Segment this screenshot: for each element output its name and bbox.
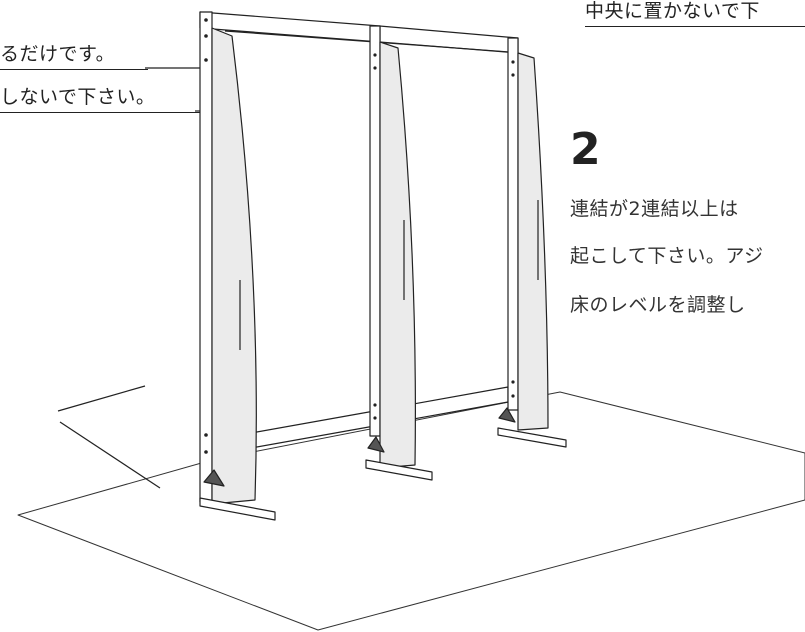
- caption-left-line-2: しないで下さい。: [0, 88, 200, 113]
- step-text-line-1: 連結が2連結以上は: [570, 198, 739, 220]
- rivet: [373, 66, 377, 70]
- top-rail-inner-edge: [224, 30, 511, 53]
- rivet: [204, 433, 208, 437]
- step-text-line-2: 起こして下さい。アジ: [570, 245, 764, 267]
- leader-line-upper: [57, 385, 146, 412]
- panel-left: [211, 27, 257, 505]
- rivet: [204, 450, 208, 454]
- rivet: [204, 18, 208, 22]
- step-number: 2: [570, 124, 601, 175]
- top-rail-right: [379, 25, 519, 54]
- post-middle: [369, 25, 381, 437]
- post-right: [507, 37, 519, 411]
- rivet: [511, 380, 515, 384]
- foot-left: [199, 497, 276, 521]
- rivet: [204, 34, 208, 38]
- caption-left-line-1: るだけです。: [0, 45, 148, 70]
- rivet: [373, 416, 377, 420]
- step-text-line-3: 床のレベルを調整し: [570, 294, 746, 316]
- leader-line-lower: [59, 421, 161, 489]
- caption-top-right: 中央に置かないで下: [585, 2, 805, 27]
- rivet: [373, 403, 377, 407]
- rivet: [511, 394, 515, 398]
- rivet: [204, 58, 208, 62]
- panel-middle: [379, 41, 416, 469]
- bracket-left: [203, 469, 225, 487]
- rivet: [373, 53, 377, 57]
- rivet: [511, 60, 515, 64]
- post-left: [199, 11, 213, 503]
- foot-middle: [365, 459, 433, 481]
- panel-right: [517, 52, 549, 431]
- bracket-middle: [367, 436, 385, 453]
- foot-right: [497, 427, 567, 448]
- rivet: [511, 73, 515, 77]
- bracket-right: [498, 407, 516, 423]
